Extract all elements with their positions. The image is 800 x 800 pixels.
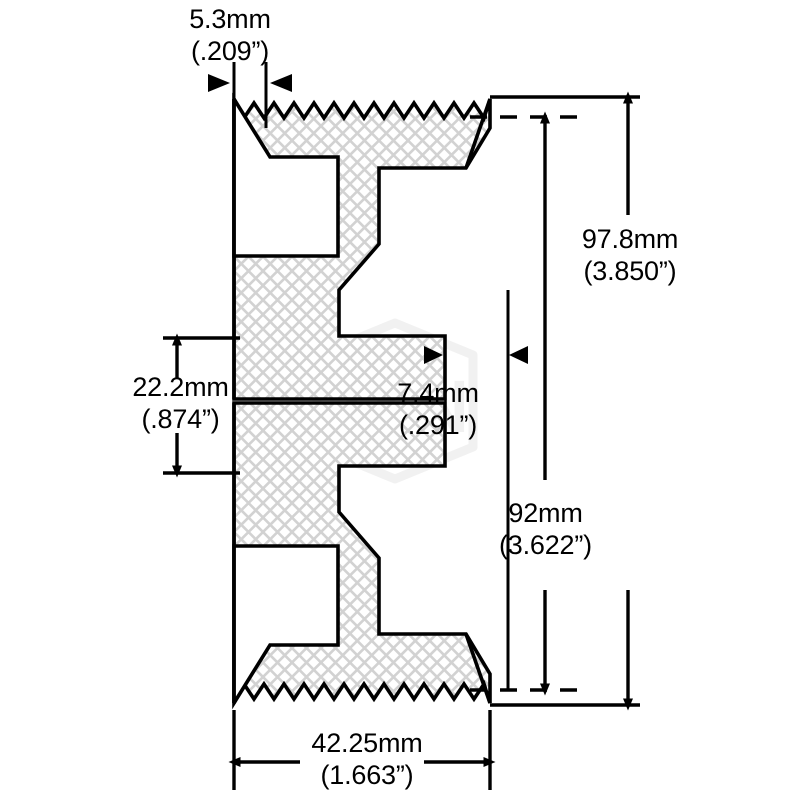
dimension-label-92mm: 92mm (3.622”)	[499, 498, 592, 560]
wheel-bead-tip-upper	[464, 98, 492, 169]
wheel-section-body	[232, 92, 492, 710]
dimension-97-8mm	[490, 91, 640, 711]
dimension-7-4mm	[424, 290, 528, 690]
dimension-22-2mm	[163, 333, 240, 478]
dimension-42-25mm	[228, 710, 496, 790]
dimension-label-5-3mm: 5.3mm (.209”)	[189, 4, 271, 66]
dimension-label-7-4mm: 7.4mm (.291”)	[397, 378, 479, 440]
dimension-label-97-8mm: 97.8mm (3.850”)	[581, 224, 679, 286]
dimension-5-3mm	[208, 62, 292, 128]
dimension-92mm	[470, 111, 590, 696]
dimension-label-22-2mm: 22.2mm (.874”)	[132, 372, 229, 434]
dimension-label-42-25mm: 42.25mm (1.663”)	[311, 728, 423, 790]
